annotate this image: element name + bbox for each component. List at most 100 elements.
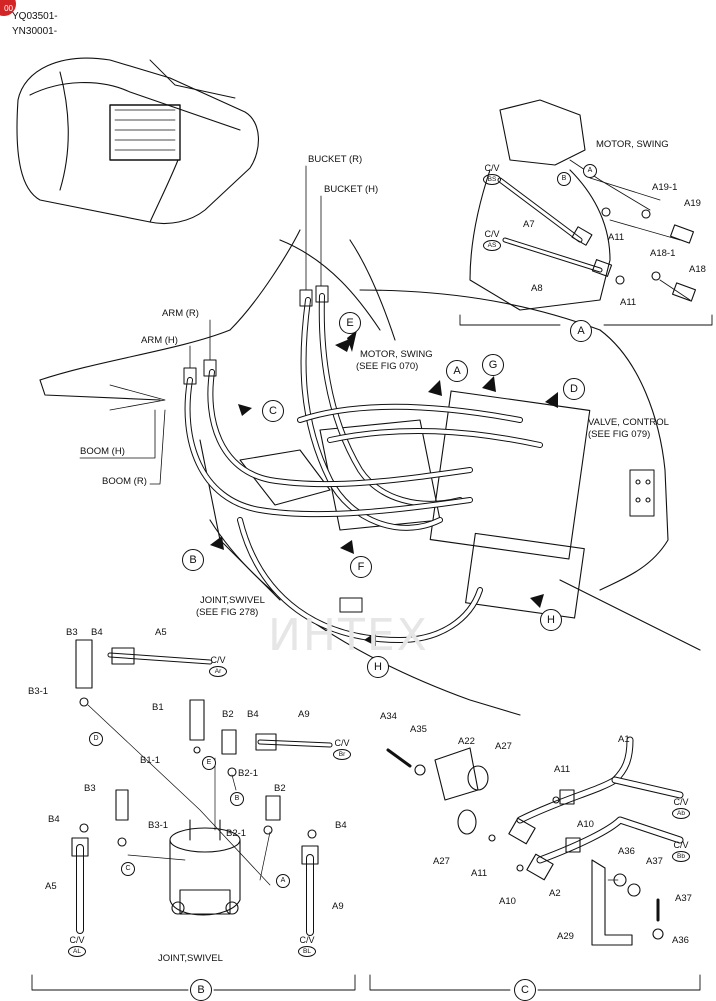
detail-b-port-e: E <box>202 756 216 770</box>
main-assembly <box>39 229 701 716</box>
part-a11-c-bottom: A11 <box>471 868 488 879</box>
model-code-1: YQ03501- <box>12 11 58 22</box>
detail-b-port-a: A <box>276 874 290 888</box>
part-b3-1-top: B3-1 <box>28 686 49 697</box>
detail-b-drawing <box>31 639 356 991</box>
part-b3-mid: B3 <box>84 783 96 794</box>
cv-label: C/V <box>673 797 689 807</box>
cv-label: C/V <box>210 655 226 665</box>
view-callout-f: F <box>350 556 372 578</box>
port-tag-ar: Ar <box>209 666 227 677</box>
part-a29: A29 <box>557 931 574 942</box>
part-b3-1-mid: B3-1 <box>148 820 169 831</box>
part-b2-1-top: B2-1 <box>238 768 259 779</box>
part-a11-c-top: A11 <box>554 764 571 775</box>
part-a19-1: A19-1 <box>652 182 678 193</box>
part-a5-top: A5 <box>155 627 167 638</box>
cv-label: C/V <box>484 163 500 173</box>
part-a37-top: A37 <box>646 856 663 867</box>
part-b4-right: B4 <box>335 820 347 831</box>
part-a5-bottom: A5 <box>45 881 57 892</box>
view-callout-b: B <box>182 549 204 571</box>
cv-label: C/V <box>673 840 689 850</box>
label-boom-r: BOOM (R) <box>102 476 147 487</box>
part-a27-top: A27 <box>495 741 512 752</box>
part-a11-upper: A11 <box>608 232 625 243</box>
part-b2-top: B2 <box>222 709 234 720</box>
label-bucket-r: BUCKET (R) <box>308 154 363 165</box>
port-tag-bl: BL <box>298 946 316 957</box>
detail-b-port-b: B <box>230 792 244 806</box>
port-tag-bs: BS <box>483 174 501 185</box>
label-boom-h: BOOM (H) <box>80 446 125 457</box>
label-see-fig-278: (SEE FIG 278) <box>196 607 259 618</box>
part-a1: A1 <box>618 734 630 745</box>
part-b1-1: B1-1 <box>140 755 161 766</box>
part-a18: A18 <box>689 264 706 275</box>
corner-badge: 00 <box>0 0 16 16</box>
label-bucket-h: BUCKET (H) <box>324 184 379 195</box>
part-a10-bottom: A10 <box>499 896 516 907</box>
label-motor-swing-main: MOTOR, SWING <box>360 349 433 360</box>
label-joint-swivel-main: JOINT,SWIVEL <box>200 595 265 606</box>
part-b2-mid: B2 <box>274 783 286 794</box>
view-callout-h-bottom: H <box>367 656 389 678</box>
part-a8: A8 <box>531 283 543 294</box>
part-a36-top: A36 <box>618 846 635 857</box>
label-see-fig-079: (SEE FIG 079) <box>588 429 651 440</box>
detail-b-port-c: C <box>121 862 135 876</box>
part-b2-1-mid: B2-1 <box>226 828 247 839</box>
detail-c-section-marker: C <box>514 979 536 1001</box>
excavator-thumbnail <box>16 57 259 225</box>
part-a34: A34 <box>380 711 397 722</box>
detail-a-drawing <box>459 99 713 326</box>
detail-b-section-marker: B <box>190 979 212 1001</box>
part-a10-right: A10 <box>577 819 594 830</box>
label-arm-r: ARM (R) <box>162 308 199 319</box>
part-a9-top: A9 <box>298 709 310 720</box>
view-callout-g: G <box>482 354 504 376</box>
detail-a-title: MOTOR, SWING <box>596 139 669 150</box>
label-see-fig-070: (SEE FIG 070) <box>356 361 419 372</box>
part-a11-lower: A11 <box>620 297 637 308</box>
part-b4-left: B4 <box>48 814 60 825</box>
view-callout-c: C <box>262 400 284 422</box>
view-callout-d: D <box>563 378 585 400</box>
port-tag-al: AL <box>68 946 86 957</box>
part-a22: A22 <box>458 736 475 747</box>
detail-b-title: JOINT,SWIVEL <box>158 953 223 964</box>
part-b4-top: B4 <box>91 627 103 638</box>
cv-label: C/V <box>299 935 315 945</box>
part-a7: A7 <box>523 219 535 230</box>
watermark-text: ИНТЕХ <box>268 610 429 661</box>
leader-lines-main <box>79 165 322 485</box>
cv-label: C/V <box>69 935 85 945</box>
part-a2: A2 <box>549 888 561 899</box>
view-callout-e: E <box>339 312 361 334</box>
detail-a-port-b: B <box>557 172 571 186</box>
detail-a-port-a: A <box>583 164 597 178</box>
detail-c-drawing <box>369 736 701 991</box>
label-arm-h: ARM (H) <box>141 335 178 346</box>
cv-label: C/V <box>334 738 350 748</box>
view-callout-a: A <box>446 360 468 382</box>
label-valve-control: VALVE, CONTROL <box>588 417 669 428</box>
part-b1: B1 <box>152 702 164 713</box>
detail-a-section-marker: A <box>570 320 592 342</box>
part-a9-bottom: A9 <box>332 901 344 912</box>
part-b3-top: B3 <box>66 627 78 638</box>
port-tag-as: AS <box>483 240 501 251</box>
port-tag-br: Br <box>333 749 351 760</box>
part-a35: A35 <box>410 724 427 735</box>
part-a18-1: A18-1 <box>650 248 676 259</box>
view-arrows <box>210 330 558 646</box>
view-callout-h-right: H <box>540 609 562 631</box>
part-a19: A19 <box>684 198 701 209</box>
